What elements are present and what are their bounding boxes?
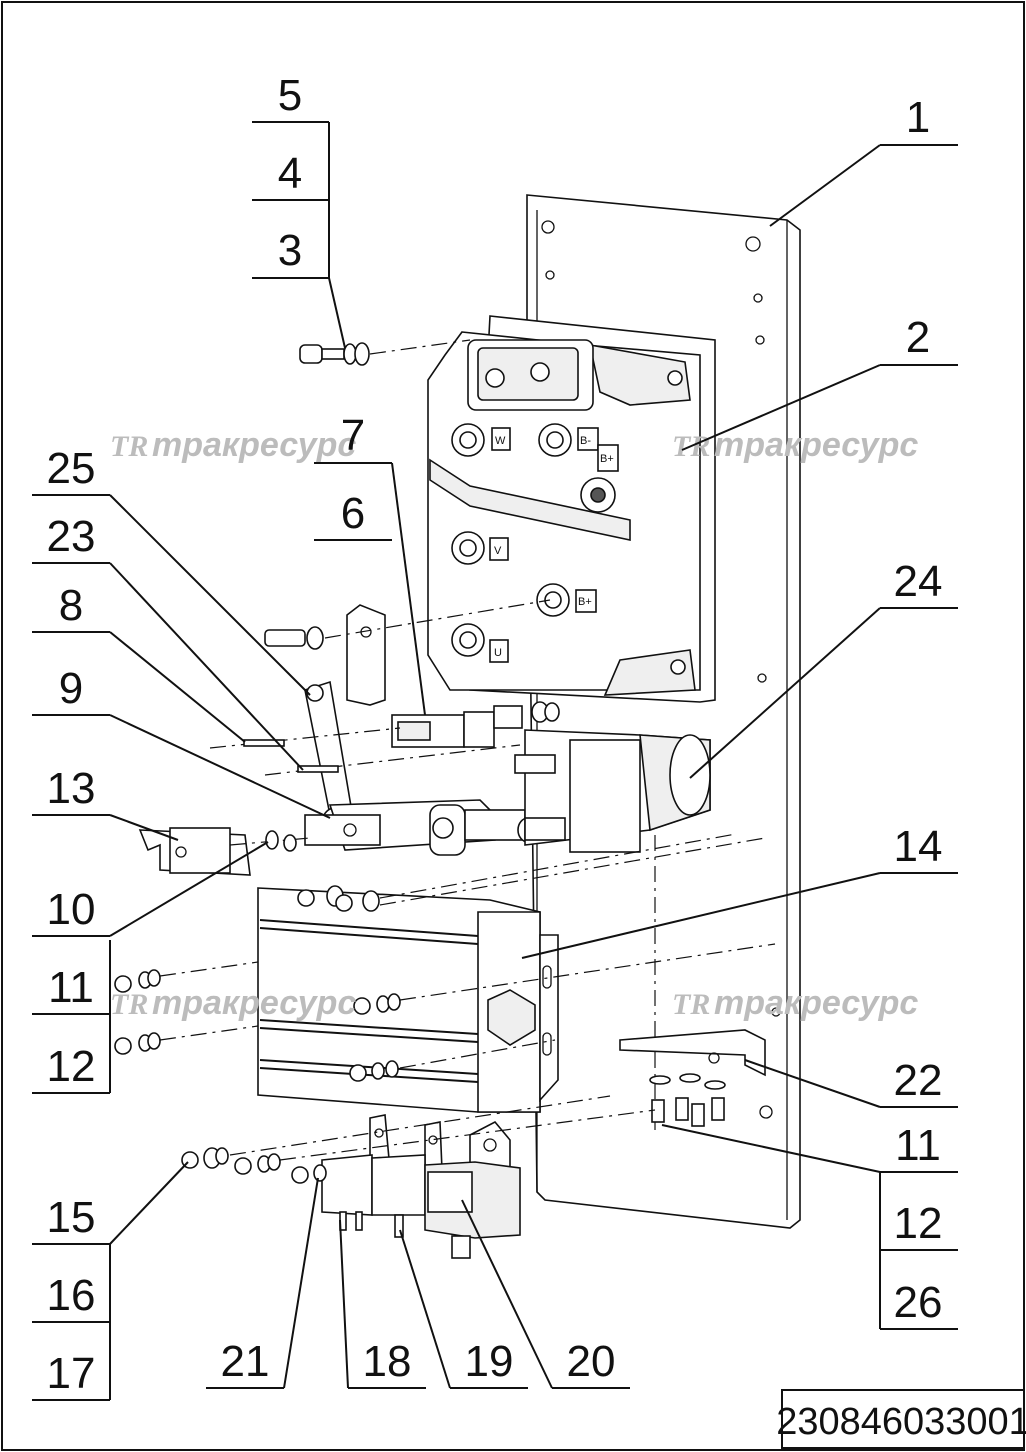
callout-19: 19	[465, 1337, 514, 1386]
svg-text:V: V	[494, 545, 502, 557]
svg-text:тракресурс: тракресурс	[152, 984, 356, 1022]
callout-15: 15	[47, 1193, 96, 1242]
svg-text:B+: B+	[578, 596, 592, 608]
callout-21: 21	[221, 1337, 270, 1386]
callout-12-left: 12	[47, 1042, 96, 1091]
contactor	[514, 729, 711, 1130]
callout-10: 10	[47, 885, 96, 934]
callout-11-right: 11	[895, 1121, 941, 1170]
callout-3: 3	[278, 226, 302, 275]
callout-22: 22	[894, 1056, 943, 1105]
watermark-top-right: TR тракресурс	[672, 426, 918, 464]
document-number: 230846033001	[776, 1401, 1026, 1443]
callout-24: 24	[894, 557, 943, 606]
callout-labels: 5 4 3 1 2 7 6 25 23 8 9 24 13 14 10 11 1…	[47, 71, 943, 1398]
svg-text:TR: TR	[672, 988, 710, 1021]
callout-13: 13	[47, 764, 96, 813]
terminal-u: U	[451, 623, 509, 663]
leader-lines	[32, 121, 958, 1401]
callout-17: 17	[47, 1349, 96, 1398]
callout-16: 16	[47, 1271, 96, 1320]
watermark-bottom-right: TR тракресурс	[672, 984, 918, 1022]
callout-8: 8	[59, 581, 83, 630]
watermark-bottom-left: TR тракресурс	[110, 984, 356, 1022]
document-number-box: 230846033001	[776, 1389, 1026, 1449]
callout-5: 5	[278, 71, 302, 120]
callout-4: 4	[278, 149, 302, 198]
watermark-top-left: TR тракресурс	[110, 426, 356, 464]
motor-controller: W B- B+ V B+ U	[427, 315, 716, 703]
converter-screws	[114, 833, 776, 1082]
callout-18: 18	[363, 1337, 412, 1386]
callout-11-left: 11	[48, 963, 94, 1012]
contactor-bracket	[209, 599, 560, 856]
callout-12-right: 12	[894, 1199, 943, 1248]
screw-assembly-top	[299, 339, 471, 366]
terminal-bplus: B+	[536, 583, 597, 617]
callout-25: 25	[47, 444, 96, 493]
callout-9: 9	[59, 664, 83, 713]
callout-2: 2	[906, 313, 930, 362]
callout-23: 23	[47, 512, 96, 561]
terminal-bminus: B-	[538, 423, 599, 457]
callout-7: 7	[341, 411, 365, 460]
terminal-w: W	[451, 423, 511, 457]
terminal-v: V	[451, 531, 509, 565]
svg-text:W: W	[495, 435, 506, 447]
svg-text:B+: B+	[600, 453, 614, 465]
callout-6: 6	[341, 489, 365, 538]
svg-text:TR: TR	[110, 988, 148, 1021]
svg-text:тракресурс: тракресурс	[152, 426, 356, 464]
svg-text:TR: TR	[110, 430, 148, 463]
callout-14: 14	[894, 822, 943, 871]
svg-text:тракресурс: тракресурс	[714, 984, 918, 1022]
callout-26: 26	[894, 1278, 943, 1327]
svg-text:тракресурс: тракресурс	[714, 426, 918, 464]
callout-20: 20	[567, 1337, 616, 1386]
svg-text:U: U	[494, 647, 502, 659]
callout-1: 1	[906, 93, 930, 142]
bracket-22	[619, 1029, 766, 1127]
relay-block	[181, 1095, 656, 1259]
svg-text:B-: B-	[580, 435, 591, 447]
shunt-block	[138, 827, 311, 876]
